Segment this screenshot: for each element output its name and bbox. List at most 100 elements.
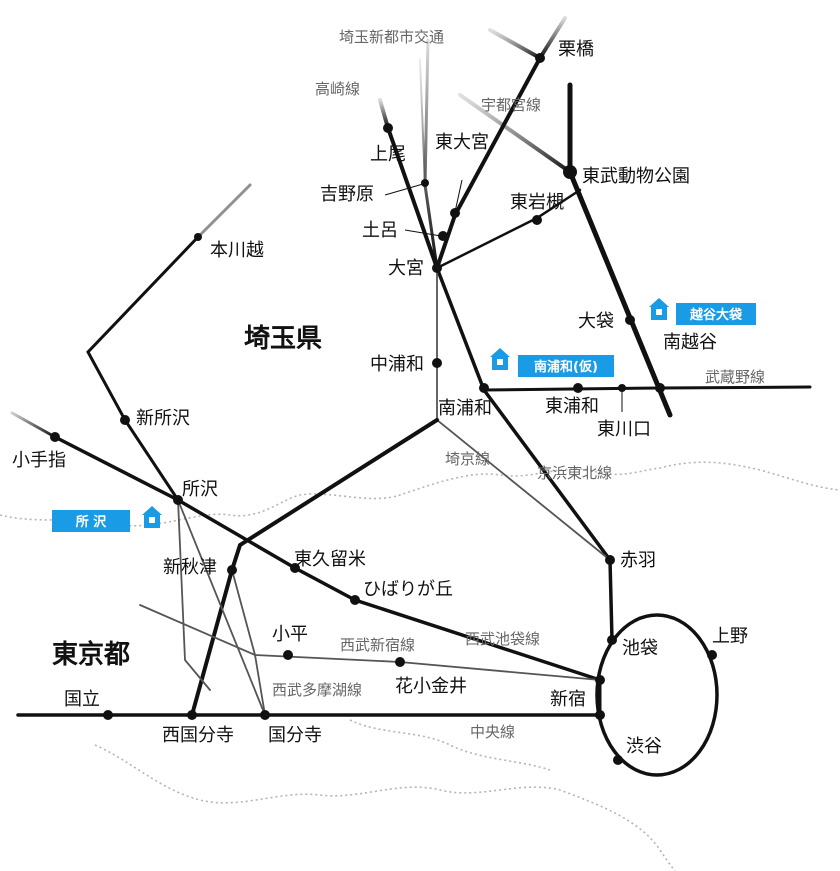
station-dot-kokubunji — [260, 710, 270, 720]
station-dot-higashi-iwatsuki — [532, 215, 542, 225]
station-markers — [50, 53, 717, 765]
station-dot-tokorozawa — [173, 495, 183, 505]
new-shuttle-line-2 — [419, 59, 426, 186]
musashino-line — [190, 418, 439, 717]
station-ofukuro: 大袋 — [578, 311, 614, 332]
station-kokubunji: 国分寺 — [268, 725, 322, 746]
line-label-saikyo: 埼京線 — [445, 450, 490, 468]
station-dot-kotesashi — [50, 432, 60, 442]
station-labels: 栗橋 東武動物公園 東大宮 上尾 吉野原 土呂 大宮 東岩槻 本川越 大袋 南越… — [12, 39, 748, 757]
station-higashi-iwatsuki: 東岩槻 — [510, 192, 564, 213]
station-dot-minami-koshigaya — [655, 383, 665, 393]
house-icon — [142, 506, 162, 528]
office-label-tokorozawa: 所 沢 — [76, 514, 108, 530]
station-kunitachi: 国立 — [64, 689, 100, 710]
station-dot-yoshinohara — [421, 179, 429, 187]
line-label-seibu-ikebukuro: 西武池袋線 — [465, 630, 540, 648]
station-kurihashi: 栗橋 — [558, 39, 594, 60]
station-dot-kurihashi — [535, 53, 545, 63]
station-shinjuku: 新宿 — [550, 689, 586, 710]
station-higashi-urawa: 東浦和 — [545, 396, 599, 417]
tamako-line — [231, 569, 266, 716]
line-label-takasaki: 高崎線 — [315, 80, 360, 98]
station-dot-hana-koganei — [395, 657, 405, 667]
station-minami-koshigaya: 南越谷 — [663, 332, 717, 353]
station-dot-toro — [438, 231, 448, 241]
station-dot-shibuya — [613, 755, 623, 765]
station-dot-shin-akitsu — [227, 565, 237, 575]
station-dot-ageo — [383, 123, 393, 133]
line-label-keihin-tohoku: 京浜東北線 — [537, 464, 612, 482]
yamanote-line — [595, 613, 719, 777]
station-dot-shin-tokorozawa — [120, 415, 130, 425]
station-ikebukuro: 池袋 — [622, 638, 658, 659]
station-dot-ueno — [707, 650, 717, 660]
station-tokorozawa: 所沢 — [182, 479, 218, 500]
station-shin-akitsu: 新秋津 — [163, 557, 217, 578]
takasaki-line — [386, 126, 439, 270]
station-kotesashi: 小手指 — [12, 450, 66, 471]
line-label-utsunomiya: 宇都宮線 — [481, 96, 541, 114]
hon-kawagoe-fade — [196, 183, 252, 239]
seibu-shinjuku-line — [86, 235, 200, 502]
keihin-tohoku-line — [435, 266, 614, 642]
station-omiya: 大宮 — [388, 258, 424, 279]
saikyo-line — [436, 267, 611, 561]
station-dot-hibarigaoka — [350, 595, 360, 605]
line-label-chuo: 中央線 — [470, 723, 515, 741]
station-yoshinohara: 吉野原 — [320, 184, 374, 205]
station-dot-shinjuku — [595, 675, 605, 685]
station-toro: 土呂 — [362, 220, 398, 241]
station-dot-nishi-kokubunji — [187, 710, 197, 720]
region-tokyo: 東京都 — [52, 639, 130, 670]
seibu-shinjuku-south — [177, 499, 211, 691]
station-dot-ikebukuro — [607, 635, 617, 645]
station-naka-urawa: 中浦和 — [370, 354, 424, 375]
utsunomiya-top — [538, 16, 567, 60]
house-icon — [490, 348, 510, 370]
utsunomiya-line — [435, 56, 542, 270]
station-dot-kodaira — [283, 650, 293, 660]
station-hon-kawagoe: 本川越 — [210, 240, 264, 261]
seibu-kokubunji — [177, 499, 266, 716]
line-label-musashino: 武蔵野線 — [705, 368, 765, 386]
kodaira-shinjuku — [139, 604, 601, 681]
office-label-koshigaya-ofukuro: 越谷大袋 — [689, 307, 743, 323]
station-dot-tobu-dobutsu-koen — [563, 165, 577, 179]
region-saitama: 埼玉県 — [244, 324, 322, 354]
station-ueno: 上野 — [712, 626, 748, 647]
station-dot-hon-kawagoe — [194, 233, 202, 241]
line-label-saitama-shintoshi: 埼玉新都市交通 — [339, 28, 444, 46]
station-dot-omiya — [432, 263, 442, 273]
office-koshigaya-ofukuro[interactable]: 越谷大袋 — [649, 298, 756, 325]
station-dot-shinjuku-chuo — [595, 710, 605, 720]
station-minami-urawa: 南浦和 — [438, 398, 492, 419]
station-dot-naka-urawa — [432, 358, 442, 368]
station-dot-higashi-urawa — [573, 383, 583, 393]
station-kodaira: 小平 — [272, 624, 308, 645]
station-ageo: 上尾 — [370, 144, 406, 165]
utsunomiya-upper — [488, 28, 542, 60]
station-tobu-dobutsu-koen: 東武動物公園 — [582, 166, 690, 187]
line-label-seibu-tamako: 西武多摩湖線 — [272, 681, 362, 699]
station-dot-minami-urawa — [479, 383, 489, 393]
rail-lines — [10, 16, 812, 777]
station-higashi-kurume: 東久留米 — [294, 549, 366, 570]
leader-lines — [384, 179, 623, 412]
station-shibuya: 渋谷 — [626, 736, 662, 757]
office-label-minami-urawa: 南浦和(仮) — [534, 359, 598, 375]
station-akabane: 赤羽 — [620, 550, 656, 571]
station-dot-higashi-omiya — [450, 208, 460, 218]
line-label-seibu-shinjuku: 西武新宿線 — [340, 636, 415, 654]
station-dot-ofukuro — [625, 315, 635, 325]
kotesashi-fade — [10, 411, 57, 439]
station-hana-koganei: 花小金井 — [395, 676, 467, 697]
house-icon — [649, 298, 669, 320]
station-dot-kunitachi — [103, 710, 113, 720]
station-nishi-kokubunji: 西国分寺 — [162, 725, 234, 746]
office-tokorozawa[interactable]: 所 沢 — [52, 506, 162, 532]
office-minami-urawa[interactable]: 南浦和(仮) — [490, 348, 614, 377]
station-higashi-omiya: 東大宮 — [435, 132, 489, 153]
